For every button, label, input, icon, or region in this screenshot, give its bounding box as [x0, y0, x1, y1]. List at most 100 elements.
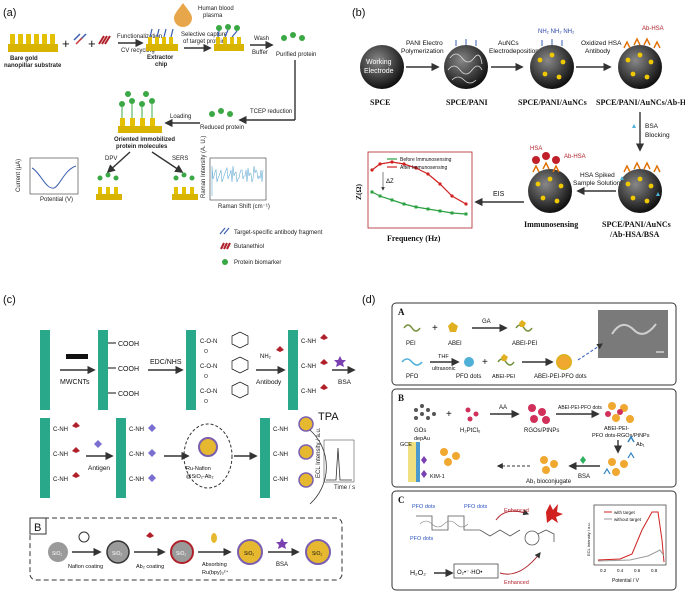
purified-protein-icon	[281, 32, 305, 41]
panel-d-box-c: C PFO dots PFO dots PFO dots Enhanced H₂…	[391, 490, 677, 591]
without-target-label: without target	[614, 517, 642, 522]
panel-label-a: (a)	[3, 7, 16, 19]
eis-xlabel: Frequency (Hz)	[387, 234, 441, 243]
electrodeposition-label: Electrodeposition	[489, 48, 539, 55]
gos-label: GOs	[414, 428, 426, 434]
conh-3: C-NH	[301, 389, 316, 395]
butanethiol-icon	[98, 35, 111, 45]
plasma-drop-icon	[174, 3, 192, 27]
extractor-label: Extractor	[147, 55, 174, 61]
chip-label: chip	[155, 62, 168, 68]
eis-before-point	[390, 198, 394, 202]
raman-xlabel: Raman Shift (cm⁻¹)	[218, 204, 270, 210]
dpv-ylabel: Current (μA)	[16, 159, 22, 192]
pfo-dots-label: PFO dots	[456, 374, 481, 380]
bsa-icon	[632, 124, 636, 128]
antibody-fragment-icon	[73, 33, 87, 45]
product-label-1: ABEI-PEI-	[604, 426, 629, 432]
hsa-label: HSA	[530, 146, 542, 152]
ecl-x-tick: 0.6	[634, 568, 641, 573]
panel-label-b: (b)	[352, 7, 365, 19]
radicals-label: O₂•⁻·HO•	[457, 570, 482, 576]
bioconjugate-label: Ab₁ bioconjugate	[526, 479, 572, 485]
pfo-dots-c-1: PFO dots	[412, 504, 435, 510]
functionalization-label: Functionalization	[117, 34, 162, 40]
dpv-label: DPV	[105, 156, 117, 162]
row2-electrode-2: C-NH C-NH C-NH	[116, 418, 156, 498]
plus-d-3: +	[446, 409, 452, 420]
tcep-label: TCEP reduction	[250, 109, 292, 115]
sio2-bead-3	[170, 540, 194, 564]
eis-after-point	[370, 168, 374, 172]
aa-label: AA	[499, 405, 507, 411]
sio2-bead-5	[305, 539, 331, 565]
spce-ab-electrode	[618, 45, 662, 89]
polymerization-label: Polymerization	[401, 48, 444, 55]
abei-pei-label: ABEI-PEI	[512, 341, 538, 347]
working-label: Working	[366, 59, 392, 66]
ecl-x-tick: 0.4	[617, 568, 624, 573]
r2b-conh-2: C-NH	[129, 452, 144, 458]
absorbing-label: Absorbing	[202, 562, 227, 568]
panel-c: (c) MWCNTs COOH COOH COOH EDC/NHS C-O-N …	[3, 294, 356, 581]
purified-label: Purified protein	[276, 52, 316, 58]
r2-conh-1: C-NH	[53, 427, 68, 433]
legend-after: After Immunosensing	[400, 165, 447, 171]
electrode-label: Electrode	[364, 68, 394, 75]
pfo-dots-c-2: PFO dots	[464, 504, 487, 510]
pani-electro-label: PANI Electro	[406, 40, 443, 47]
bsa-label: BSA	[645, 123, 659, 130]
ga-label: GA	[482, 319, 491, 325]
inset-b: B SiO₂ Nafion coating SiO₂ Ab₂ coating S…	[29, 517, 343, 581]
eis-chart: ΔZ Z(Ω) Frequency (Hz) Before Immunosens…	[354, 151, 473, 243]
r2c-conh-3: C-NH	[273, 477, 288, 483]
sio2-label-4: SiO₂	[244, 551, 254, 557]
cooh-2: COOH	[118, 366, 139, 373]
pfo-dots-c-3: PFO dots	[410, 536, 433, 542]
plus-sign-2: +	[88, 36, 96, 51]
pei-label: PEI	[406, 341, 416, 347]
eis-before-point	[464, 212, 468, 216]
plasma-label-2: plasma	[203, 13, 223, 19]
nh2-label: NH₂ NH₂ NH₂	[538, 29, 575, 35]
eis-before-point	[426, 207, 430, 211]
raman-ylabel: Raman Intensity (A. U.)	[201, 136, 207, 198]
oxidized-label: Oxidized HSA	[581, 40, 622, 47]
r2-conh-2: C-NH	[53, 452, 68, 458]
gce-label: GCE	[400, 442, 412, 448]
ecl-x-tick: 0.8	[651, 568, 658, 573]
legend-antibody: Target-specific antibody fragment	[234, 230, 323, 236]
spce-pani-aunc-label: SPCE/PANI/AuNCs	[518, 98, 587, 107]
oriented-chip	[118, 91, 162, 133]
legend-before: Before Immunosensing	[400, 157, 452, 163]
antibody-electrode: C-NH C-NH C-NH	[288, 330, 328, 410]
panel-label-d: (d)	[362, 294, 375, 306]
buffer-label: Buffer	[252, 50, 268, 56]
nhs-electrode: C-O-N C-O-N C-O-N O O O	[186, 330, 249, 410]
con-2: C-O-N	[200, 364, 217, 370]
h2o2-label: H₂O₂	[410, 570, 426, 577]
spce-pani-aunc-electrode	[530, 45, 574, 89]
immunosensing-electrode	[528, 169, 572, 213]
eis-before-point	[370, 190, 374, 194]
final-electrode	[618, 169, 662, 213]
pfo-label: PFO	[406, 374, 419, 380]
bare-gold-label: Bare gold	[10, 56, 38, 62]
blocking-label: Blocking	[645, 132, 670, 139]
eis-after-point	[390, 160, 394, 164]
o-1: O	[204, 349, 208, 355]
con-3: C-O-N	[200, 389, 217, 395]
panel-d-box-b: B GOs + H₂PtCl₆ AA RGOs/PtNPs ABEI-PEI-P…	[391, 388, 677, 488]
dpv-output-chip	[96, 172, 122, 200]
immunosensing-label: Immunosensing	[524, 220, 578, 229]
con-1: C-O-N	[200, 339, 217, 345]
depau-label: depAu	[414, 436, 430, 442]
electrode-1	[40, 330, 50, 410]
ecl-ylabel-d: ECL Intensity / a.u.	[586, 522, 591, 556]
selective-capture-label: Selective capture	[181, 32, 228, 38]
final-label-1: SPCE/PANI/AuNCs	[602, 220, 671, 229]
legend-butanethiol: Butanethiol	[234, 244, 264, 250]
row2-electrode-3: C-NH C-NH C-NH	[260, 416, 314, 498]
reduced-label: Reduced protein	[200, 125, 244, 131]
hsa-spiked-label: HSA Spiked	[580, 172, 615, 179]
